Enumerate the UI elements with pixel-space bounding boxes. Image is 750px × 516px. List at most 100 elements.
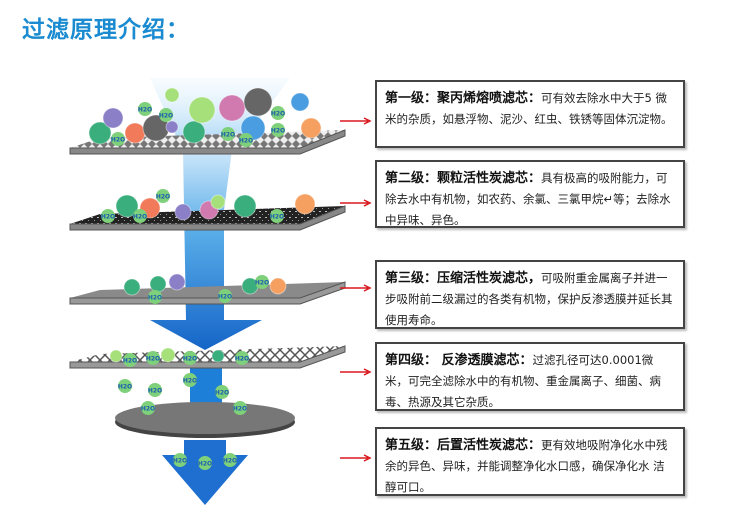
molecule-label: H2O (159, 113, 173, 120)
molecule-label: H2O (183, 378, 197, 385)
molecule-label: H2O (215, 390, 229, 397)
molecule-label: H2O (111, 137, 125, 144)
particle (211, 349, 225, 363)
water-molecule-icon (233, 401, 247, 415)
molecule-label: H2O (148, 388, 162, 395)
molecule-label: H2O (271, 111, 285, 118)
water-molecule-icon (183, 351, 197, 365)
stage-heading: 第五级：后置活性炭滤芯： (385, 438, 542, 453)
stage-description: 可吸附重金属离子并进一步吸附前二级漏过的各类有机物，保护反渗透膜并延长其使用寿命… (385, 271, 673, 327)
stage-heading: 第二级：颗粒活性炭滤芯： (385, 171, 542, 186)
particle (269, 277, 287, 295)
particle (188, 96, 216, 124)
water-molecule-icon (255, 275, 269, 289)
pointer-arrow-icon (340, 368, 372, 376)
molecule-label: H2O (221, 132, 235, 139)
molecule-label: H2O (218, 294, 232, 301)
particle (294, 193, 316, 215)
particle (124, 122, 146, 144)
particle (300, 117, 322, 139)
water-molecule-icon (271, 123, 285, 137)
particle (123, 278, 141, 296)
water-molecule-icon (221, 127, 235, 141)
stage-box: 第一级：聚丙烯熔喷滤芯：可有效去除水中大于5 微米的杂质，如悬浮物、泥沙、红虫、… (375, 80, 685, 148)
water-molecule-icon (148, 383, 162, 397)
pointer-arrow-icon (340, 454, 372, 462)
particle (115, 194, 139, 218)
stage-box: 第二级：颗粒活性炭滤芯：具有极高的吸附能力，可除去水中有机物，如农药、余氯、三氯… (375, 160, 685, 228)
water-molecule-icon (101, 209, 115, 223)
water-molecule-icon (141, 401, 155, 415)
stage-box: 第五级：后置活性炭滤芯：更有效地吸附净化水中残余的异色、异味，并能调整净化水口感… (375, 427, 685, 496)
water-molecule-icon (133, 209, 147, 223)
water-molecule-icon (138, 102, 152, 116)
water-molecule-icon (173, 453, 187, 467)
water-molecule-icon (198, 456, 212, 470)
particle (210, 194, 226, 210)
molecule-label: H2O (156, 194, 170, 201)
particle (218, 94, 246, 122)
molecule-label: H2O (233, 406, 247, 413)
molecule-label: H2O (123, 358, 137, 365)
molecule-label: H2O (133, 214, 147, 221)
water-molecule-icon (159, 108, 173, 122)
stage-description: 具有极高的吸附能力，可除去水中有机物，如农药、余氯、三氯甲烷↵等；去除水中异味、… (385, 171, 671, 227)
water-molecule-icon (235, 351, 249, 365)
water-molecule-icon (215, 385, 229, 399)
molecule-label: H2O (271, 128, 285, 135)
particle (165, 120, 179, 134)
pointer-arrow-icon (340, 284, 372, 292)
particle (182, 120, 206, 144)
pointer-arrow-icon (340, 117, 372, 125)
particle (109, 349, 123, 363)
water-molecule-icon (270, 209, 284, 223)
particle (290, 92, 310, 112)
particle (164, 87, 180, 103)
particle (160, 347, 176, 363)
particle (149, 275, 167, 293)
flow-arrow-icon (162, 440, 248, 505)
particle (88, 121, 112, 145)
water-molecule-icon (111, 132, 125, 146)
particle (243, 87, 273, 117)
plate-4 (69, 345, 346, 369)
water-molecule-icon (271, 106, 285, 120)
particle (233, 194, 257, 218)
water-molecule-icon (218, 289, 232, 303)
molecule-label: H2O (138, 107, 152, 114)
molecule-label: H2O (101, 214, 115, 221)
stage-description: 更有效地吸附净化水中残余的异色、异味，并能调整净化水口感，确保净化水 洁醇可口。 (385, 438, 668, 494)
molecule-label: H2O (141, 406, 155, 413)
stage-box: 第三级：压缩活性炭滤芯，可吸附重金属离子并进一步吸附前二级漏过的各类有机物，保护… (375, 260, 685, 329)
stage-box: 第四级： 反渗透膜滤芯：过滤孔径可达0.0001微米，可完全滤除水中的有机物、重… (375, 342, 685, 411)
molecule-label: H2O (255, 280, 269, 287)
water-molecule-icon (156, 189, 170, 203)
pointer-arrow-icon (340, 199, 372, 207)
water-molecule-icon (118, 379, 132, 393)
plate-5 (115, 402, 295, 438)
molecule-label: H2O (146, 356, 160, 363)
stage-heading: 第三级：压缩活性炭滤芯， (385, 271, 542, 286)
particle (168, 273, 186, 291)
water-molecule-icon (148, 290, 162, 304)
molecule-label: H2O (148, 295, 162, 302)
molecule-label: H2O (183, 356, 197, 363)
particle (102, 107, 124, 129)
particle (174, 203, 192, 221)
page-title: 过滤原理介绍： (22, 17, 190, 43)
molecule-label: H2O (235, 356, 249, 363)
water-molecule-icon (183, 373, 197, 387)
water-molecule-icon (239, 133, 253, 147)
molecule-label: H2O (173, 458, 187, 465)
stage-heading: 第四级： 反渗透膜滤芯： (385, 353, 533, 368)
water-flow (150, 150, 262, 350)
water-molecule-icon (223, 453, 237, 467)
water-molecule-icon (123, 353, 137, 367)
molecule-label: H2O (198, 461, 212, 468)
molecule-label: H2O (239, 138, 253, 145)
molecule-label: H2O (223, 458, 237, 465)
stage-description: 过滤孔径可达0.0001微米，可完全滤除水中的有机物、重金属离子、细菌、病毒、热… (385, 353, 661, 409)
stage-description: 可有效去除水中大于5 微米的杂质，如悬浮物、泥沙、红虫、铁锈等固体沉淀物。 (385, 91, 673, 126)
molecule-label: H2O (270, 214, 284, 221)
